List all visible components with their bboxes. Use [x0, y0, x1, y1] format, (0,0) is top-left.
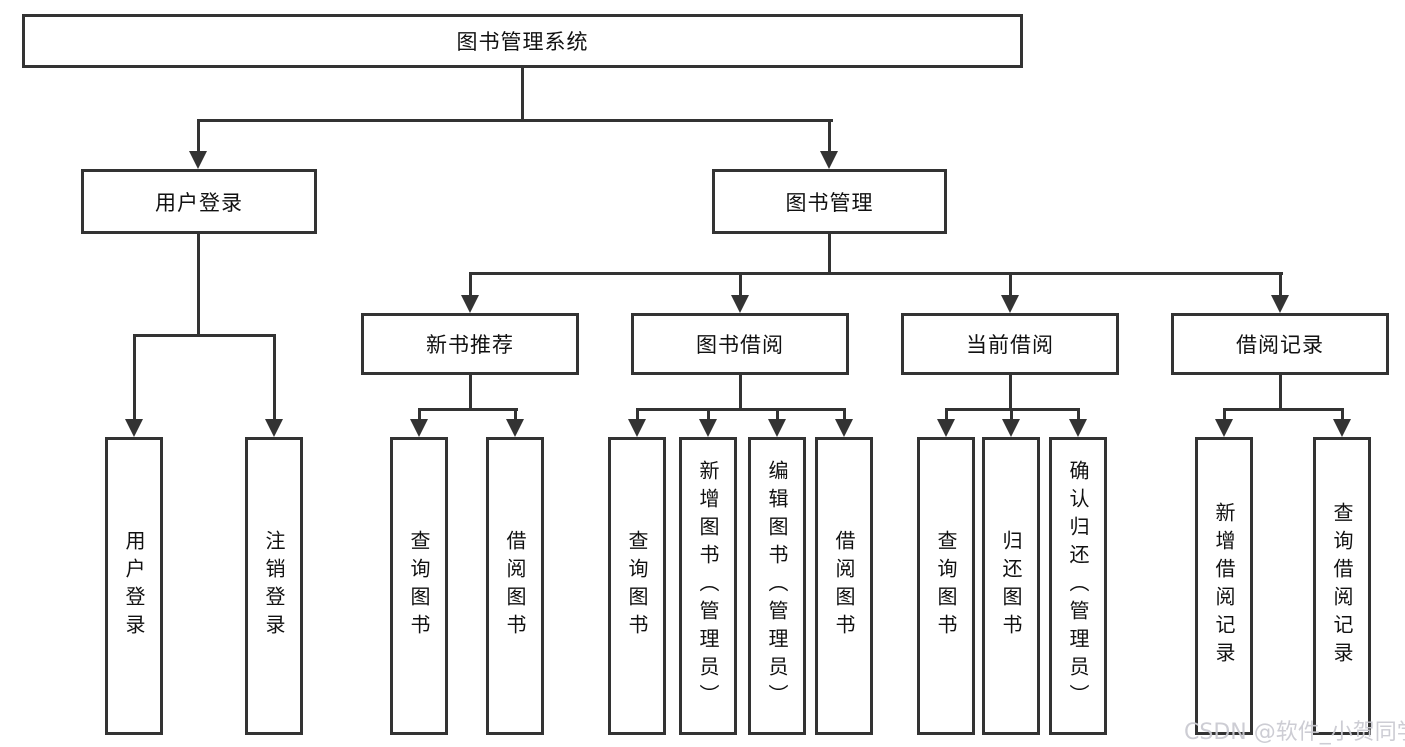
arrow-down-icon	[937, 419, 955, 437]
arrow-down-icon	[699, 419, 717, 437]
connector-line	[197, 234, 200, 337]
arrow-down-icon	[820, 151, 838, 169]
node-label: 新书推荐	[426, 333, 514, 357]
arrow-down-icon	[189, 151, 207, 169]
node-label: 借阅图书	[832, 530, 856, 642]
node-label: 图书管理	[785, 190, 874, 215]
connector-line	[273, 334, 276, 420]
arrow-down-icon	[628, 419, 646, 437]
arrow-down-icon	[506, 419, 524, 437]
leaf-logout: 注销登录	[245, 437, 303, 735]
node-label: 借阅记录	[1236, 333, 1324, 357]
connector-line	[843, 408, 846, 421]
node-label: 新增借阅记录	[1212, 502, 1236, 670]
node-label: 查询借阅记录	[1330, 502, 1354, 670]
leaf-borrow-books-1: 借阅图书	[486, 437, 544, 735]
arrow-down-icon	[410, 419, 428, 437]
arrow-down-icon	[125, 419, 143, 437]
connector-line	[1077, 408, 1080, 421]
connector-line	[521, 68, 524, 122]
connector-line	[418, 408, 518, 411]
connector-line	[776, 408, 779, 421]
leaf-confirm-return-admin: 确认归还（管理员）	[1049, 437, 1107, 735]
connector-line	[1279, 375, 1282, 411]
connector-line	[133, 334, 276, 337]
leaf-query-borrow-record: 查询借阅记录	[1313, 437, 1371, 735]
arrow-down-icon	[461, 295, 479, 313]
leaf-return-book: 归还图书	[982, 437, 1040, 735]
connector-line	[197, 119, 833, 122]
connector-line	[469, 272, 472, 297]
connector-line	[514, 408, 517, 421]
node-book-borrow: 图书借阅	[631, 313, 849, 375]
connector-line	[197, 119, 200, 152]
node-label: 借阅图书	[503, 530, 527, 642]
leaf-query-books-2: 查询图书	[608, 437, 666, 735]
connector-line	[1009, 272, 1012, 297]
connector-line	[1341, 408, 1344, 421]
node-label: 查询图书	[625, 530, 649, 642]
leaf-query-books-1: 查询图书	[390, 437, 448, 735]
arrow-down-icon	[768, 419, 786, 437]
node-borrow-records: 借阅记录	[1171, 313, 1389, 375]
csdn-watermark: CSDN @软件_小贺同学	[1184, 720, 1405, 745]
connector-line	[636, 408, 846, 411]
leaf-add-book-admin: 新增图书（管理员）	[679, 437, 737, 735]
arrow-down-icon	[1069, 419, 1087, 437]
node-label: 归还图书	[999, 530, 1023, 642]
connector-line	[1223, 408, 1226, 421]
connector-line	[945, 408, 948, 421]
connector-line	[828, 119, 831, 152]
node-book-management: 图书管理	[712, 169, 947, 234]
node-user-login: 用户登录	[81, 169, 317, 234]
arrow-down-icon	[265, 419, 283, 437]
connector-line	[739, 272, 742, 297]
connector-line	[418, 408, 421, 421]
leaf-borrow-books-2: 借阅图书	[815, 437, 873, 735]
connector-line	[636, 408, 639, 421]
arrow-down-icon	[731, 295, 749, 313]
node-label: 当前借阅	[966, 333, 1054, 357]
connector-line	[828, 234, 831, 275]
connector-line	[707, 408, 710, 421]
node-label: 查询图书	[934, 530, 958, 642]
arrow-down-icon	[835, 419, 853, 437]
node-label: 注销登录	[262, 530, 286, 642]
connector-line	[739, 375, 742, 411]
node-system-root: 图书管理系统	[22, 14, 1023, 68]
node-label: 用户登录	[122, 530, 146, 642]
connector-line	[469, 272, 1283, 275]
node-label: 用户登录	[155, 190, 243, 215]
leaf-add-borrow-record: 新增借阅记录	[1195, 437, 1253, 735]
connector-line	[469, 375, 472, 411]
connector-line	[133, 334, 136, 420]
arrow-down-icon	[1333, 419, 1351, 437]
connector-line	[1223, 408, 1344, 411]
node-new-book-recommend: 新书推荐	[361, 313, 579, 375]
node-label: 新增图书（管理员）	[696, 460, 720, 712]
leaf-edit-book-admin: 编辑图书（管理员）	[748, 437, 806, 735]
arrow-down-icon	[1001, 295, 1019, 313]
node-label: 图书借阅	[696, 333, 784, 357]
node-label: 确认归还（管理员）	[1066, 460, 1090, 712]
node-current-borrow: 当前借阅	[901, 313, 1119, 375]
arrow-down-icon	[1002, 419, 1020, 437]
connector-line	[1009, 375, 1012, 411]
node-label: 图书管理系统	[456, 30, 589, 54]
leaf-user-login: 用户登录	[105, 437, 163, 735]
node-label: 编辑图书（管理员）	[765, 460, 789, 712]
node-label: 查询图书	[407, 530, 431, 642]
connector-line	[1010, 408, 1013, 421]
arrow-down-icon	[1271, 295, 1289, 313]
arrow-down-icon	[1215, 419, 1233, 437]
connector-line	[1279, 272, 1282, 297]
leaf-query-books-3: 查询图书	[917, 437, 975, 735]
